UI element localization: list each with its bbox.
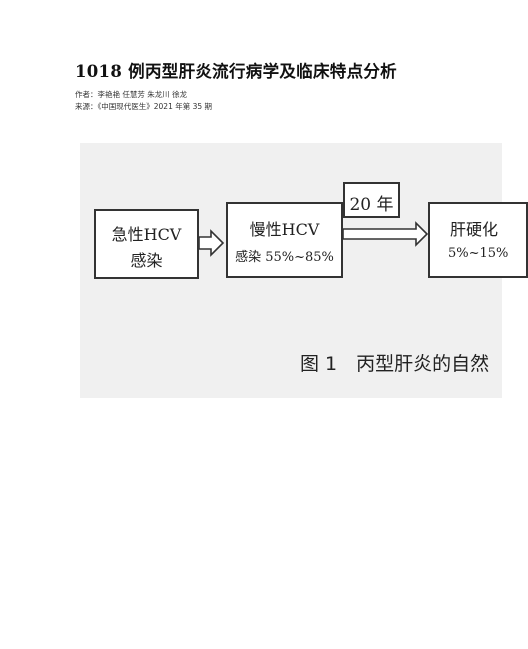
cirrhosis-box: 肝硬化 5%~15%	[428, 202, 528, 278]
acute-hcv-label: 急性HCV	[111, 225, 182, 244]
article-authors: 作者：李艳艳 任慧芳 朱龙川 徐龙	[75, 90, 188, 99]
acute-hcv-sublabel: 感染	[130, 251, 163, 270]
chronic-hcv-rate: 感染 55%~85%	[235, 250, 334, 265]
arrow-chronic-to-cirrhosis	[342, 221, 429, 247]
flow-arrows	[198, 221, 429, 257]
chronic-hcv-label: 慢性HCV	[249, 220, 320, 239]
article-title: 1018 例丙型肝炎流行病学及临床特点分析	[75, 62, 397, 81]
acute-hcv-box: 急性HCV 感染	[94, 209, 199, 279]
figure-caption: 图 1 丙型肝炎的自然	[300, 353, 490, 375]
figure-1: 急性HCV 感染 慢性HCV 感染 55%~85% 20 年 肝硬化 5%~15…	[80, 143, 528, 398]
article-source: 来源：《中国现代医生》2021 年第 35 期	[75, 102, 213, 111]
interval-label: 20 年	[349, 195, 394, 215]
arrow-acute-to-chronic	[198, 229, 225, 257]
chronic-hcv-box: 慢性HCV 感染 55%~85%	[226, 202, 343, 278]
cirrhosis-label: 肝硬化	[450, 220, 499, 239]
cirrhosis-rate: 5%~15%	[448, 246, 509, 261]
interval-box: 20 年	[343, 182, 400, 218]
